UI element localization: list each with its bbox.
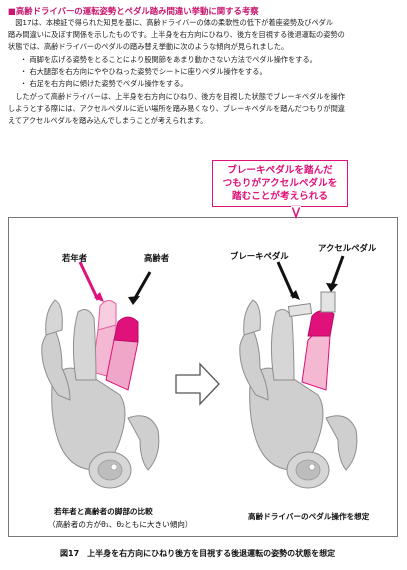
accel-pedal — [320, 291, 336, 313]
list-item: ・ 右大腿部を右方向にややひねった姿勢でシートに座りペダル操作をする。 — [20, 67, 267, 76]
callout-line: 踏むことが考えられる — [232, 191, 328, 202]
right-caption: 高齢ドライバーのペダル操作を想定 — [248, 512, 370, 521]
right-arm — [325, 415, 358, 471]
elderly-thigh — [301, 332, 331, 391]
elderly-shin — [113, 316, 139, 343]
conclusion-line: えてアクセルペダルを踏み込んでしまうことが考えられます。 — [8, 116, 208, 125]
accel-pedal-label: アクセルペダル — [318, 243, 377, 253]
intro-line: 状態では、高齢ドライバーのペダルの踏み替え挙動に次のような傾向が見られました。 — [8, 42, 289, 51]
elderly-label: 高齢者 — [144, 253, 170, 263]
head-icon — [286, 451, 330, 489]
brake-pedal-label: ブレーキペダル — [230, 251, 289, 261]
callout-pointer — [290, 205, 302, 220]
conclusion-line: しようとする際には、アクセルペダルに近い場所を踏み易くなり、ブレーキペダルを踏ん… — [8, 104, 345, 113]
young-shin — [97, 300, 117, 331]
elderly-foot — [307, 310, 335, 337]
callout-line: ブレーキペダルを踏んだ — [227, 165, 333, 176]
callout-line: つもりがアクセルペダルを — [222, 178, 338, 189]
transition-arrow-icon — [175, 362, 220, 406]
list-item: ・ 両脚を広げる姿勢をとることにより股関節をあまり動かさない方法でペダル操作をす… — [20, 55, 317, 64]
seat-leg — [72, 309, 97, 381]
article-heading: ■高齢ドライバーの運転姿勢とペダル踏み間違い挙動に関する考察 — [8, 6, 259, 16]
left-subcaption: （高齢者の方がθ₁、θ₂ともに大きい傾向） — [48, 520, 193, 529]
conclusion-line: したがって高齢ドライバーは、上半身を右方向にひねり、後方を目視した状態でブレーキ… — [8, 92, 346, 101]
left-hand — [45, 299, 63, 336]
figure-caption: 図17 上半身を右方向にひねり後方を目視する後退運転の姿勢の状態を想定 — [60, 549, 336, 558]
left-figure — [41, 261, 160, 489]
left-arm — [239, 329, 269, 401]
young-label: 若年者 — [62, 253, 88, 263]
intro-line: 図17は、本検証で得られた知見を基に、高齢ドライバーの体の柔軟性の低下が着座姿勢… — [8, 18, 334, 27]
right-figure — [239, 255, 358, 489]
intro-line: 踏み間違いに及ぼす関係を示したものです。上半身を右方向にひねり、後方を目視する後… — [8, 30, 345, 39]
head-icon — [88, 451, 132, 489]
right-arm — [127, 415, 160, 471]
left-hand — [243, 299, 261, 336]
callout-box: ブレーキペダルを踏んだ つもりがアクセルペダルを 踏むことが考えられる — [212, 160, 348, 207]
list-item: ・ 右足を右方向に傾けた姿勢でペダル操作をする。 — [20, 79, 188, 88]
seat-leg — [270, 309, 295, 381]
left-arm — [41, 329, 71, 401]
brake-pedal — [287, 302, 313, 318]
left-caption: 若年者と高齢者の脚部の比較 — [54, 507, 153, 516]
